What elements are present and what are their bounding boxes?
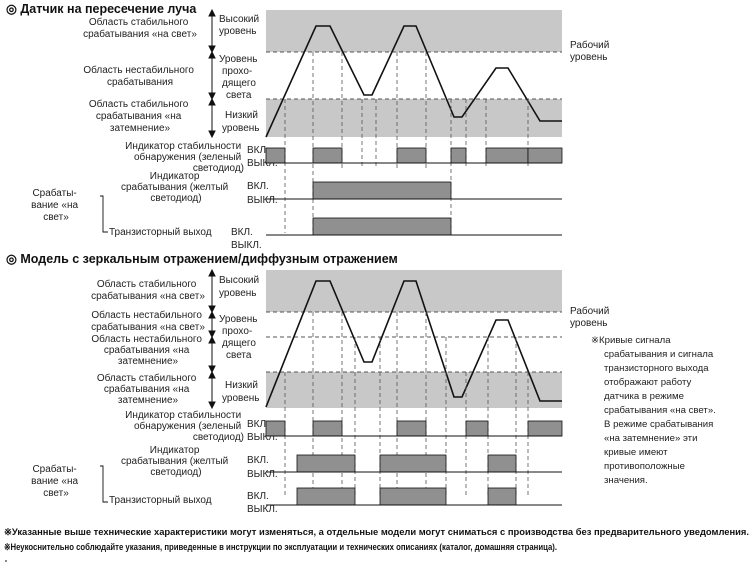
transistor-output-pulses-2 <box>296 487 517 506</box>
operation-indicator-pulses-2 <box>296 454 517 473</box>
region-label-unstable-dark-2: Область нестабильного срабатывания «на з… <box>91 333 204 367</box>
stability-on-label: ВКЛ. <box>247 145 269 156</box>
stability-off-label: ВЫКЛ. <box>247 158 278 169</box>
stability-on-label-2: ВКЛ. <box>247 419 269 430</box>
stable-light-band <box>266 10 562 52</box>
footer-note-1: ※Указанные выше технические характеристи… <box>4 526 749 537</box>
section-reflective-model: ◎ Модель с зеркальным отражением/диффузн… <box>6 252 719 515</box>
region-label-unstable-light-2: Область нестабильного срабатывания «на с… <box>91 309 205 333</box>
transistor-off-label: ВЫКЛ. <box>231 240 262 251</box>
region-label-stable-light: Область стабильного срабатывания «на све… <box>83 16 197 40</box>
operation-indicator-pulse <box>312 181 452 200</box>
section2-title: ◎ Модель с зеркальным отражением/диффузн… <box>6 252 398 266</box>
transistor-on-label: ВКЛ. <box>231 227 253 238</box>
level-label-pass-2: Уровень прохо- дящего света <box>219 314 260 361</box>
stability-indicator-label-2: Индикатор стабильности обнаружения (зеле… <box>125 409 244 443</box>
working-level-label: Рабочий уровень <box>570 39 612 63</box>
op-off-label: ВЫКЛ. <box>247 195 278 206</box>
stable-dark-band <box>266 99 562 137</box>
transistor-output-pulse <box>312 217 452 236</box>
working-level-label-2: Рабочий уровень <box>570 305 612 329</box>
level-label-high-2: Высокий уровень <box>219 275 262 299</box>
stability-pulses <box>265 147 563 164</box>
op-off-label-2: ВЫКЛ. <box>247 469 278 480</box>
light-level-waveform <box>265 25 562 138</box>
light-on-bracket <box>100 195 108 233</box>
region-label-stable-dark: Область стабильного срабатывания «на зат… <box>89 98 191 134</box>
section1-title: ◎ Датчик на пересечение луча <box>6 2 197 16</box>
level-label-low: Низкий уровень <box>222 110 261 134</box>
light-level-waveform-2 <box>265 280 562 408</box>
transition-guides <box>284 52 529 233</box>
op-on-label: ВКЛ. <box>247 181 269 192</box>
transistor-on-label-2: ВКЛ. <box>247 491 269 502</box>
operation-indicator-label-2: Индикатор срабатывания (желтый светодиод… <box>121 445 231 478</box>
level-label-pass: Уровень прохо- дящего света <box>219 54 260 101</box>
side-note: ※Кривые сигнала срабатывания и сигнала т… <box>591 335 719 486</box>
transistor-off-label-2: ВЫКЛ. <box>247 504 278 515</box>
region-label-stable-dark-2: Область стабильного срабатывания «на зат… <box>97 372 199 406</box>
level-label-low-2: Низкий уровень <box>222 380 261 404</box>
light-on-bracket-2 <box>100 465 108 503</box>
region-label-stable-light-2: Область стабильного срабатывания «на све… <box>91 278 205 302</box>
range-arrows-2 <box>208 268 216 410</box>
light-on-label: Срабаты- вание «на свет» <box>31 187 81 223</box>
region-label-unstable: Область нестабильного срабатывания <box>83 64 196 88</box>
footer-note-2: ※Неукоснительно соблюдайте указания, при… <box>4 541 557 552</box>
light-on-label-2: Срабаты- вание «на свет» <box>31 463 81 499</box>
section-through-beam: ◎ Датчик на пересечение луча Область ста… <box>6 2 612 251</box>
range-arrows <box>208 8 216 139</box>
stability-indicator-label: Индикатор стабильности обнаружения (зеле… <box>125 140 244 174</box>
operation-indicator-label: Индикатор срабатывания (желтый светодиод… <box>121 171 231 204</box>
stable-dark-band-2 <box>266 372 562 408</box>
op-on-label-2: ВКЛ. <box>247 455 269 466</box>
stable-light-band-2 <box>266 270 562 312</box>
transistor-output-label: Транзисторный выход <box>109 227 212 238</box>
level-label-high: Высокий уровень <box>219 14 262 37</box>
stability-pulses-2 <box>265 420 563 437</box>
stability-off-label-2: ВЫКЛ. <box>247 432 278 443</box>
transistor-output-label-2: Транзисторный выход <box>109 495 212 506</box>
